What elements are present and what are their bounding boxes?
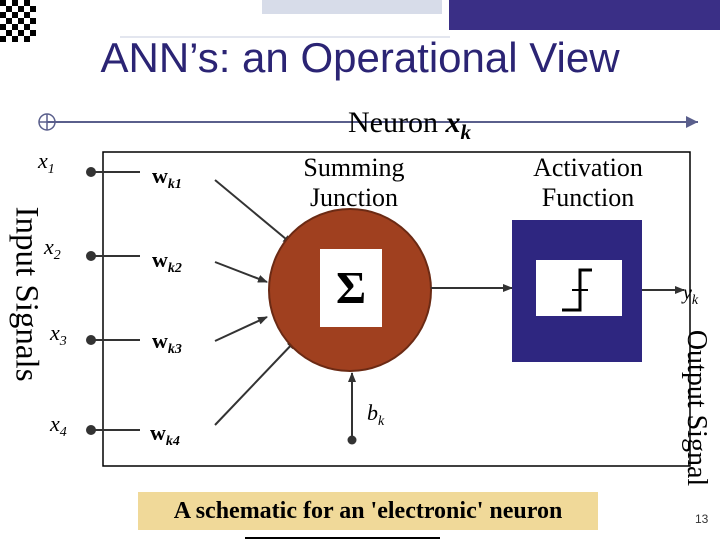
neuron-frame [102,151,691,467]
slide-title: ANN’s: an Operational View [100,34,620,81]
weight-arrow-3 [214,316,268,342]
weight-label-3: wk3 [152,328,182,357]
output-signal-label: Output Signal [681,329,712,487]
page-number: 13 [695,512,709,526]
checker-pattern-icon [0,0,36,42]
input-label-1: x1 [38,148,55,177]
neuron-span-arrow-icon [686,116,698,128]
weight-arrow-4 [214,339,297,426]
input-label-3: x3 [50,320,67,349]
header-rule [120,36,450,38]
activation-function-label: Activation Function [533,153,643,212]
weight-label-1: wk1 [152,163,182,192]
header-accent-bar [449,0,720,30]
output-label: yk [683,282,699,308]
schematic-caption: A schematic for an 'electronic' neuron [138,492,598,530]
step-function-icon [562,268,592,312]
activation-symbol-box [536,260,622,316]
weight-label-2: wk2 [152,247,182,276]
input-label-4: x4 [50,411,67,440]
weight-label-4: wk4 [150,420,180,449]
summing-junction-label: Summing Junction [303,153,405,212]
weight-arrow-1 [214,179,293,245]
header-accent-light [262,0,442,14]
input-signals-label: Input Signals [8,206,45,382]
weight-arrow-2 [214,261,268,283]
sigma-symbol: Σ [320,249,382,327]
neuron-label: Neuron xk [348,106,471,144]
bias-label: bk [367,400,385,429]
input-label-2: x2 [44,234,61,263]
